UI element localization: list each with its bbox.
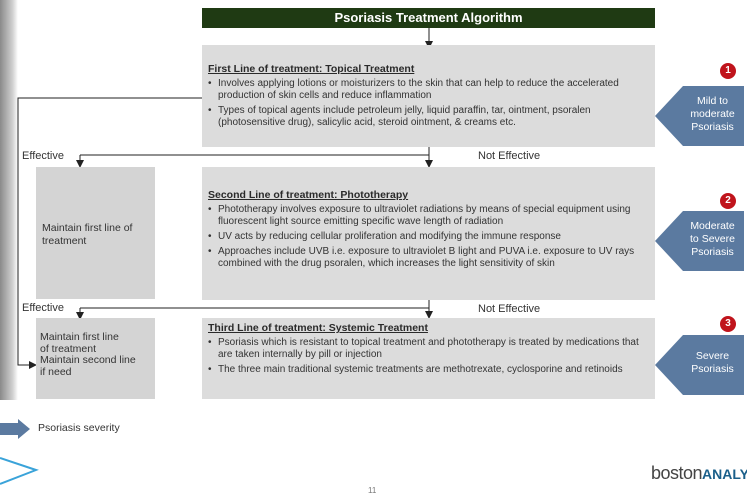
first-line-heading: First Line of treatment: Topical Treatme… xyxy=(208,63,415,75)
maintain-line: of treatment xyxy=(40,342,97,355)
second-line-heading: Second Line of treatment: Phototherapy xyxy=(208,189,409,201)
maintain-line: if need xyxy=(40,365,72,378)
first-line-bullet: Involves applying lotions or moisturizer… xyxy=(208,78,649,102)
severity-arrow-1: Mild to moderate Psoriasis xyxy=(655,86,744,146)
company-logo: bostonANALYTICS xyxy=(651,463,747,484)
third-line-bullet: Psoriasis which is resistant to topical … xyxy=(208,337,649,361)
bypass-line xyxy=(17,97,202,369)
severity-line: Psoriasis xyxy=(691,363,734,375)
page-title: Psoriasis Treatment Algorithm xyxy=(202,8,655,28)
maintain-first-line-text: Maintain first line of treatment xyxy=(42,222,133,247)
severity-line: to Severe xyxy=(690,233,735,245)
severity-badge: 2 xyxy=(720,193,736,209)
legend-label: Psoriasis severity xyxy=(38,422,120,434)
severity-line: Severe xyxy=(695,350,730,362)
legend-arrow-icon xyxy=(0,419,30,439)
left-arrow-shape xyxy=(655,211,744,271)
left-arrow-shape xyxy=(655,335,744,395)
severity-line: Psoriasis xyxy=(691,246,734,258)
effective-label: Effective xyxy=(22,150,66,162)
page-number: 11 xyxy=(368,486,377,495)
left-gradient-bar xyxy=(0,0,18,400)
effective-label: Effective xyxy=(22,302,66,314)
first-line-bullet: Types of topical agents include petroleu… xyxy=(208,105,649,129)
severity-badge: 1 xyxy=(720,63,736,79)
not-effective-label: Not Effective xyxy=(478,303,541,315)
second-line-bullet: UV acts by reducing cellular proliferati… xyxy=(208,231,649,243)
left-arrow-shape xyxy=(655,86,744,146)
maintain-line: Maintain second line xyxy=(40,354,136,366)
third-line-heading: Third Line of treatment: Systemic Treatm… xyxy=(208,322,428,334)
second-line-bullet: Approaches include UVB i.e. exposure to … xyxy=(208,246,649,270)
severity-arrow-2: Moderate to Severe Psoriasis xyxy=(655,211,744,271)
not-effective-label: Not Effective xyxy=(478,150,541,162)
maintain-line: Maintain first line xyxy=(40,331,119,343)
severity-line: Psoriasis xyxy=(691,121,734,133)
severity-arrow-3: Severe Psoriasis xyxy=(655,335,744,395)
second-line-box: Second Line of treatment: Phototherapy P… xyxy=(202,167,655,300)
severity-line: Moderate xyxy=(690,220,735,232)
severity-badge: 3 xyxy=(720,316,736,332)
logo-part1: boston xyxy=(651,463,703,483)
logo-part2: ANALYTICS xyxy=(702,466,747,482)
maintain-first-line-box: Maintain first line of treatment xyxy=(36,167,155,299)
third-line-bullet: The three main traditional systemic trea… xyxy=(208,364,649,376)
maintain-second-line-box: Maintain first line of treatment Maintai… xyxy=(36,318,155,399)
second-line-bullet: Phototherapy involves exposure to ultrav… xyxy=(208,204,649,228)
severity-line: Mild to xyxy=(697,95,728,107)
third-line-box: Third Line of treatment: Systemic Treatm… xyxy=(202,318,655,399)
severity-line: moderate xyxy=(690,108,735,120)
decorative-swoosh xyxy=(0,457,39,485)
first-line-box: First Line of treatment: Topical Treatme… xyxy=(202,45,655,147)
